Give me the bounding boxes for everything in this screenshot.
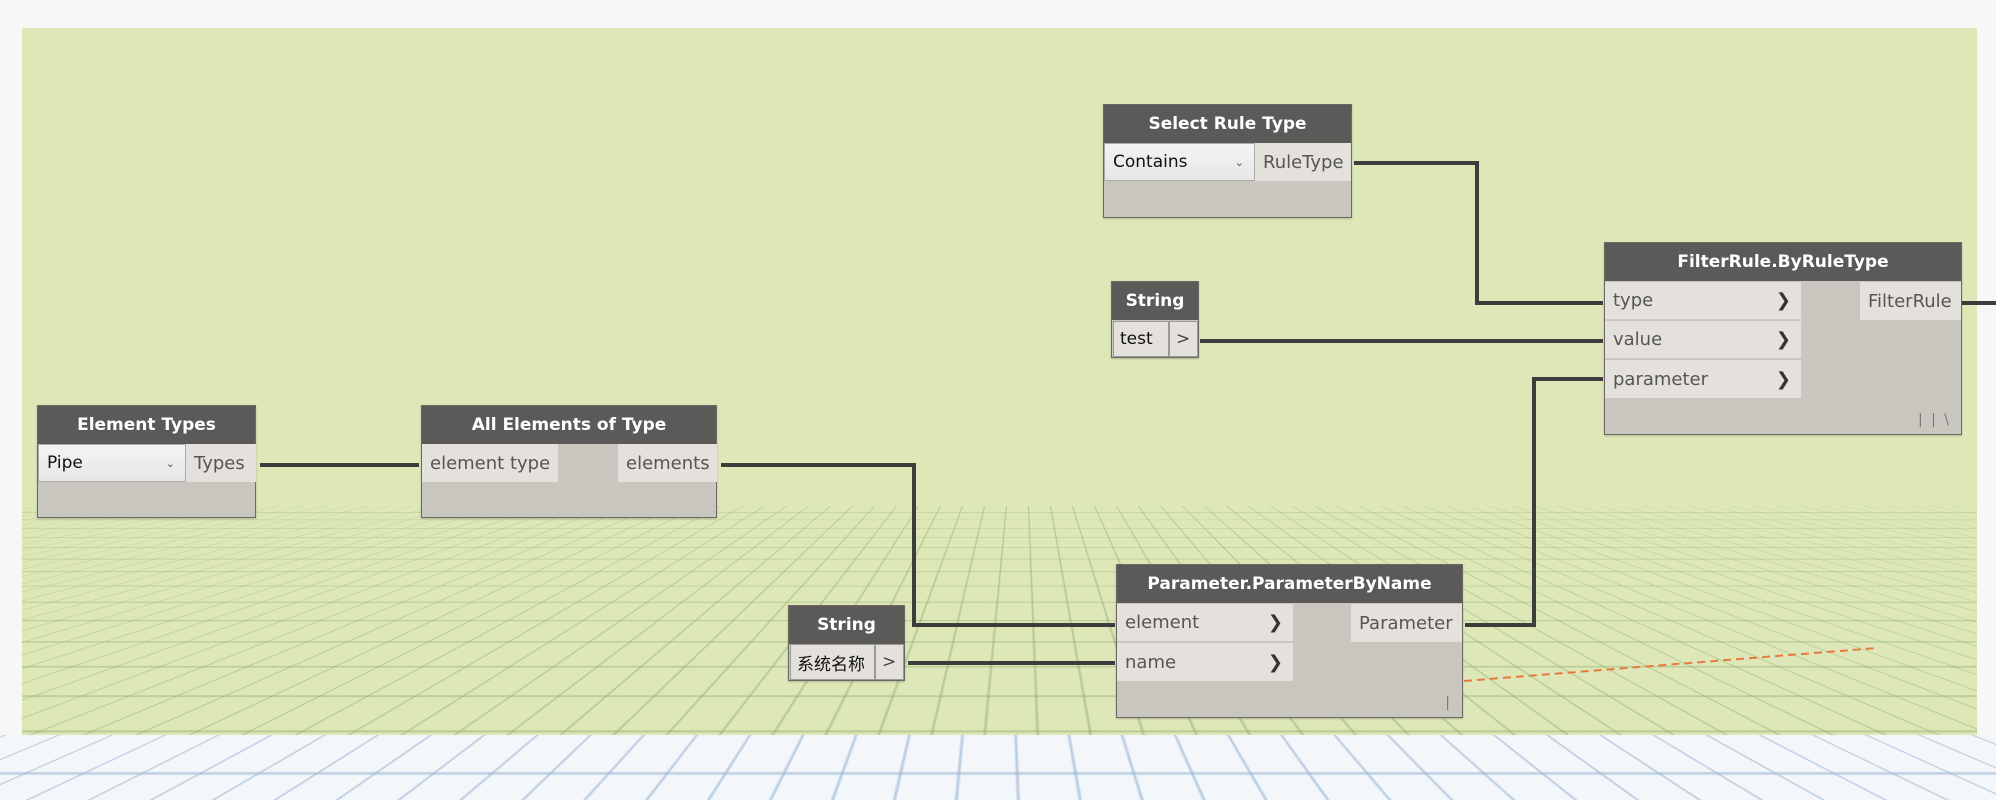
node-select-rule-type[interactable]: Select Rule Type Contains ⌄ RuleType <box>1103 104 1352 218</box>
chevron-right-icon: ❯ <box>1776 290 1791 311</box>
output-port-ruletype[interactable]: RuleType <box>1255 143 1351 181</box>
output-port-filterrule[interactable]: FilterRule <box>1860 282 1961 320</box>
output-port-types[interactable]: Types <box>186 444 256 482</box>
node-title: Element Types <box>38 406 255 444</box>
chevron-down-icon: ⌄ <box>166 457 175 470</box>
node-title: All Elements of Type <box>422 406 716 444</box>
dropdown-value: Pipe <box>47 453 83 473</box>
output-port-parameter[interactable]: Parameter <box>1351 604 1462 642</box>
input-port-value[interactable]: value❯ <box>1605 321 1801 359</box>
chevron-down-icon: ⌄ <box>1235 156 1244 169</box>
node-parameter-by-name[interactable]: Parameter.ParameterByName element❯ name❯… <box>1116 564 1463 718</box>
3d-preview-grid <box>0 735 1996 800</box>
output-port-string[interactable]: > <box>1169 321 1198 357</box>
chevron-right-icon: ❯ <box>1776 329 1791 350</box>
dropdown-value: Contains <box>1113 152 1187 172</box>
input-port-type[interactable]: type❯ <box>1605 282 1801 320</box>
string-value-input[interactable]: test <box>1113 321 1169 357</box>
node-title: Parameter.ParameterByName <box>1117 565 1462 603</box>
chevron-right-icon: ❯ <box>1268 612 1283 633</box>
input-port-element[interactable]: element❯ <box>1117 604 1293 642</box>
input-port-name[interactable]: name❯ <box>1117 643 1293 681</box>
input-port-parameter[interactable]: parameter❯ <box>1605 360 1801 398</box>
lacing-indicator[interactable]: | | \ <box>1918 412 1951 428</box>
node-title: String <box>1112 282 1198 320</box>
string-value-input[interactable]: 系统名称 <box>790 644 875 680</box>
node-title: String <box>789 606 904 644</box>
rule-type-dropdown[interactable]: Contains ⌄ <box>1104 143 1255 181</box>
lacing-indicator[interactable]: | <box>1445 695 1452 711</box>
node-string-test[interactable]: String test > <box>1111 281 1199 358</box>
node-filterrule-byruletype[interactable]: FilterRule.ByRuleType type❯ value❯ param… <box>1604 242 1962 435</box>
chevron-right-icon: ❯ <box>1776 369 1791 390</box>
node-title: Select Rule Type <box>1104 105 1351 143</box>
input-port-element-type[interactable]: element type <box>422 444 558 482</box>
output-port-elements[interactable]: elements <box>618 444 717 482</box>
node-all-elements-of-type[interactable]: All Elements of Type element type elemen… <box>421 405 717 518</box>
output-port-string[interactable]: > <box>875 644 904 680</box>
chevron-right-icon: ❯ <box>1268 652 1283 673</box>
node-title: FilterRule.ByRuleType <box>1605 243 1961 281</box>
node-string-name[interactable]: String 系统名称 > <box>788 605 905 681</box>
element-type-dropdown[interactable]: Pipe ⌄ <box>38 444 186 482</box>
node-element-types[interactable]: Element Types Pipe ⌄ Types <box>37 405 256 518</box>
